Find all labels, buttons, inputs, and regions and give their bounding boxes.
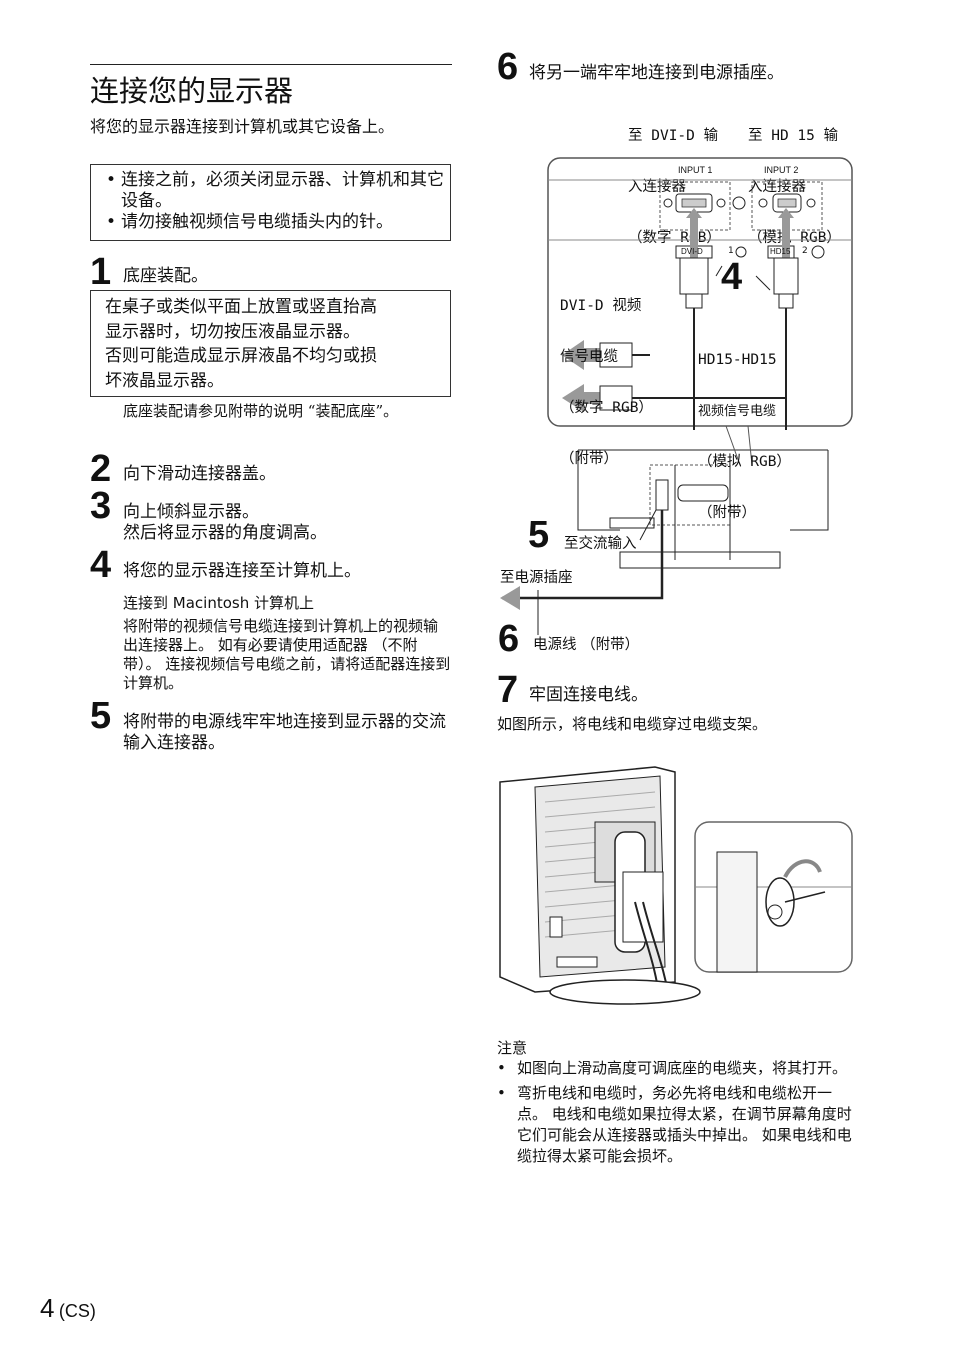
title-rule [90, 64, 452, 65]
input2-label: INPUT 2 [764, 165, 799, 175]
step-number: 1 [90, 251, 112, 293]
step1-note: 底座装配请参见附带的说明 “装配底座”。 [123, 402, 399, 420]
note-list: •如图向上滑动高度可调底座的电缆夹，将其打开。 •弯折电线和电缆时，务必先将电线… [497, 1058, 852, 1167]
step-number: 3 [90, 485, 112, 527]
step-number: 5 [90, 695, 112, 737]
step-text: 将您的显示器连接至计算机上。 [123, 561, 361, 581]
hd-port-label: HD15 [770, 247, 791, 256]
caution-box: •连接之前，必须关闭显示器、计算机和其它设备。 •请勿接触视频信号电缆插头内的针… [90, 164, 451, 241]
page-title: 连接您的显示器 [90, 74, 294, 108]
page-number: 4 (CS) [40, 1293, 96, 1323]
hd-input-label: 至 HD 15 输 入连接器 （模拟 RGB） [748, 128, 841, 246]
note-item: •如图向上滑动高度可调底座的电缆夹，将其打开。 [497, 1059, 848, 1077]
step-text: 向上倾斜显示器。 [123, 502, 259, 522]
step7-body: 如图所示，将电线和电缆穿过电缆支架。 [497, 715, 768, 733]
step6-callout: 6 [498, 618, 520, 660]
step-text: 将另一端牢牢地连接到电源插座。 [529, 63, 784, 83]
step-number: 4 [90, 544, 112, 586]
step-text-2: 然后将显示器的角度调高。 [123, 523, 327, 543]
step4-callout: 4 [721, 256, 743, 298]
cable-holder-illustration [499, 766, 853, 1005]
step-text: 牢固连接电线。 [529, 685, 648, 705]
port2-label: 2 [802, 246, 808, 256]
dvi-port-label: DVI-D [681, 247, 703, 256]
hd-cable-label: HD15-HD15 视频信号电缆 （模拟 RGB） （附带） [698, 352, 791, 521]
caution-item: •连接之前，必须关闭显示器、计算机和其它设备。 [105, 170, 444, 211]
monitor-connection-illustration [500, 157, 853, 635]
power-cord-label: 电源线 （附带） [533, 637, 640, 653]
step-number: 6 [497, 46, 519, 88]
mac-body: 将附带的视频信号电缆连接到计算机上的视频输出连接器上。 如有必要请使用适配器 （… [123, 617, 451, 692]
step5-callout: 5 [528, 514, 550, 556]
input1-label: INPUT 1 [678, 165, 713, 175]
step1-caution-box: 在桌子或类似平面上放置或竖直抬高 显示器时，切勿按压液晶显示器。 否则可能造成显… [90, 290, 451, 397]
note-item: •弯折电线和电缆时，务必先将电线和电缆松开一点。 电线和电缆如果拉得太紧，在调节… [497, 1084, 852, 1165]
step-number: 2 [90, 448, 112, 490]
dvi-cable-label: DVI-D 视频 信号电缆 （数字 RGB） （附带） [560, 298, 653, 467]
intro-text: 将您的显示器连接到计算机或其它设备上。 [90, 117, 395, 136]
port1-label: 1 [728, 246, 734, 256]
step-text: 将附带的电源线牢牢地连接到显示器的交流输入连接器。 [123, 712, 446, 753]
ac-input-label: 至交流输入 [564, 536, 637, 552]
outlet-label: 至电源插座 [500, 570, 573, 586]
step-number: 7 [497, 669, 519, 711]
step-text: 底座装配。 [123, 266, 208, 286]
step-text: 向下滑动连接器盖。 [123, 464, 276, 484]
dvi-input-label: 至 DVI-D 输 入连接器 （数字 RGB） [628, 128, 721, 246]
connection-diagram: 至 DVI-D 输 入连接器 （数字 RGB） 至 HD 15 输 入连接器 （… [490, 90, 870, 660]
caution-item: •请勿接触视频信号电缆插头内的针。 [105, 212, 393, 232]
note-title: 注意 [497, 1039, 528, 1057]
mac-subtitle: 连接到 Macintosh 计算机上 [123, 594, 314, 612]
